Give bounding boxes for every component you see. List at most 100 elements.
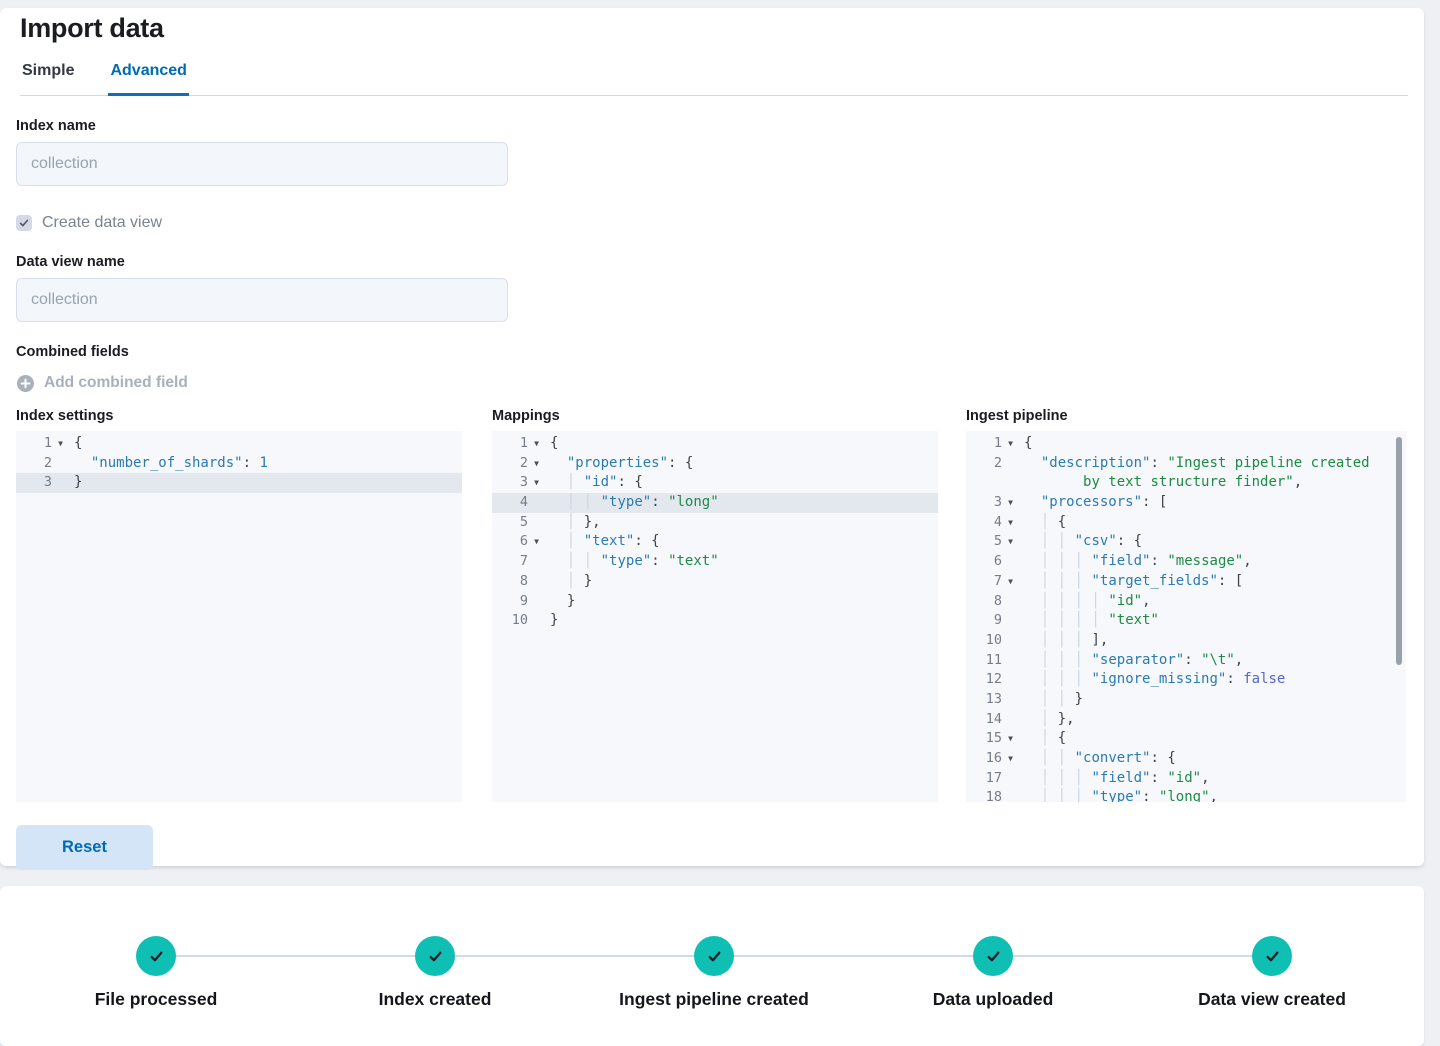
index-settings-title: Index settings [16, 408, 114, 424]
add-combined-field-button[interactable]: Add combined field [17, 374, 1408, 392]
line-number-gutter: 8 [966, 592, 1024, 612]
step-complete-icon [136, 936, 176, 976]
line-number-gutter: 14 [966, 710, 1024, 730]
editor-line: 3▼ "processors": [ [966, 493, 1406, 513]
editor-line: 5▼ │ │ "csv": { [966, 532, 1406, 552]
create-data-view-checkbox[interactable] [16, 215, 32, 231]
editor-line: 9 } [492, 592, 938, 612]
step-complete-icon [973, 936, 1013, 976]
fold-arrow-slot [1002, 631, 1019, 651]
line-number-gutter: 6 [966, 552, 1024, 572]
line-number-gutter: 15▼ [966, 729, 1024, 749]
step-complete-icon [694, 936, 734, 976]
create-data-view-label: Create data view [42, 214, 163, 231]
fold-arrow-icon: ▼ [1008, 734, 1013, 744]
ingest-pipeline-column: Ingest pipeline 1▼{2 "description": "Ing… [966, 408, 1406, 802]
editor-line: 11 │ │ │ "separator": "\t", [966, 651, 1406, 671]
editor-line: 15▼ │ { [966, 729, 1406, 749]
editor-line: 6 │ │ │ "field": "message", [966, 552, 1406, 572]
line-number-gutter: 12 [966, 670, 1024, 690]
editor-line: 17 │ │ │ "field": "id", [966, 769, 1406, 789]
line-number-gutter: 11 [966, 651, 1024, 671]
fold-arrow-icon: ▼ [1008, 517, 1013, 527]
step-data-view-created: Data view created [1142, 936, 1402, 1010]
editor-line: 14 │ }, [966, 710, 1406, 730]
step-label: Data uploaded [932, 989, 1054, 1009]
editor-line: 9 │ │ │ │ "text" [966, 611, 1406, 631]
line-number-gutter: 18 [966, 788, 1024, 802]
editor-line: by text structure finder", [966, 473, 1406, 493]
line-number-gutter: 8 [492, 572, 550, 592]
fold-arrow-slot [1002, 552, 1019, 572]
page-title: Import data [20, 13, 164, 43]
editor-line: 10 │ │ │ ], [966, 631, 1406, 651]
editor-line: 18 │ │ │ "type": "long", [966, 788, 1406, 802]
line-number-gutter [966, 473, 1024, 493]
import-data-panel: Import data Simple Advanced Index name C… [0, 8, 1424, 870]
line-number-gutter: 7 [492, 552, 550, 572]
progress-panel: File processed Index created Ingest pipe… [0, 886, 1424, 1046]
editor-line: 12 │ │ │ "ignore_missing": false [966, 670, 1406, 690]
editor-line: 10} [492, 611, 938, 631]
fold-arrow-slot [528, 493, 545, 513]
editor-line: 4 │ │ "type": "long" [492, 493, 938, 513]
line-number-gutter: 7▼ [966, 572, 1024, 592]
step-index-created: Index created [305, 936, 565, 1010]
step-ingest-pipeline-created: Ingest pipeline created [584, 936, 844, 1010]
fold-arrow-slot [1002, 611, 1019, 631]
line-number-gutter: 3▼ [492, 473, 550, 493]
line-number-gutter: 3 [16, 473, 74, 493]
step-label: Data view created [1198, 989, 1346, 1009]
fold-arrow-slot [1002, 670, 1019, 690]
combined-fields-label: Combined fields [16, 344, 129, 360]
fold-arrow-slot [528, 611, 545, 631]
editor-line: 3▼ │ "id": { [492, 473, 938, 493]
step-file-processed: File processed [26, 936, 286, 1010]
mappings-editor[interactable]: 1▼{2▼ "properties": {3▼ │ "id": {4 │ │ "… [492, 431, 938, 802]
editor-line: 1▼{ [16, 434, 462, 454]
line-number-gutter: 4▼ [966, 513, 1024, 533]
progress-stepper: File processed Index created Ingest pipe… [0, 886, 1424, 1046]
index-settings-column: Index settings 1▼{2 "number_of_shards": … [16, 408, 462, 802]
line-number-gutter: 5▼ [966, 532, 1024, 552]
editor-scrollbar-thumb[interactable] [1396, 437, 1402, 665]
line-number-gutter: 5 [492, 513, 550, 533]
fold-arrow-slot [1002, 592, 1019, 612]
tab-bar: Simple Advanced [20, 56, 1408, 96]
ingest-pipeline-title: Ingest pipeline [966, 408, 1068, 424]
data-view-name-label: Data view name [16, 254, 125, 270]
add-combined-field-label: Add combined field [44, 374, 188, 391]
editor-line: 1▼{ [492, 434, 938, 454]
step-label: Index created [378, 989, 492, 1009]
create-data-view-row: Create data view [16, 214, 1408, 232]
line-number-gutter: 13 [966, 690, 1024, 710]
line-number-gutter: 16▼ [966, 749, 1024, 769]
tab-simple[interactable]: Simple [22, 62, 75, 79]
editor-line: 4▼ │ { [966, 513, 1406, 533]
step-complete-icon [415, 936, 455, 976]
ingest-pipeline-editor[interactable]: 1▼{2 "description": "Ingest pipeline cre… [966, 431, 1406, 802]
fold-arrow-icon: ▼ [1008, 576, 1013, 586]
editor-line: 7▼ │ │ │ "target_fields": [ [966, 572, 1406, 592]
fold-arrow-icon: ▼ [534, 537, 539, 547]
editor-line: 2 "number_of_shards": 1 [16, 454, 462, 474]
editor-line: 1▼{ [966, 434, 1406, 454]
editor-line: 16▼ │ │ "convert": { [966, 749, 1406, 769]
fold-arrow-icon: ▼ [1008, 439, 1013, 448]
index-name-label: Index name [16, 118, 96, 134]
fold-arrow-slot [52, 454, 69, 474]
tab-advanced[interactable]: Advanced [108, 56, 189, 96]
data-view-name-input[interactable] [16, 278, 508, 322]
fold-arrow-slot [1002, 710, 1019, 730]
line-number-gutter: 6▼ [492, 532, 550, 552]
fold-arrow-icon: ▼ [534, 439, 539, 448]
reset-button[interactable]: Reset [16, 825, 153, 870]
fold-arrow-slot [1002, 473, 1019, 493]
line-number-gutter: 17 [966, 769, 1024, 789]
line-number-gutter: 1▼ [966, 434, 1024, 454]
mappings-title: Mappings [492, 408, 560, 424]
index-name-input[interactable] [16, 142, 508, 186]
editor-line: 6▼ │ "text": { [492, 532, 938, 552]
line-number-gutter: 1▼ [16, 434, 74, 454]
